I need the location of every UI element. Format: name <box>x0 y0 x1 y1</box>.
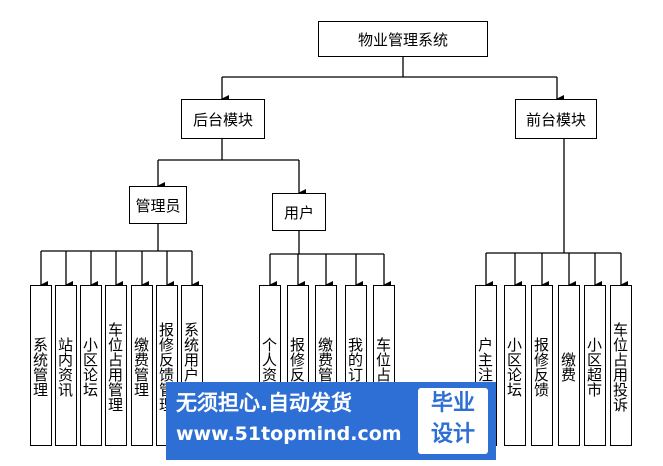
backend-module-node: 后台模块 <box>181 99 265 139</box>
admin-role-node: 管理员 <box>129 186 187 224</box>
front-item-6: 车位占用投诉 <box>610 285 632 446</box>
front-item-5: 小区超市 <box>584 285 606 446</box>
watermark-banner: 无须担心.自动发货 www.51topmind.com 毕业 设计 <box>166 382 496 460</box>
admin-item-1: 系统管理 <box>30 285 52 446</box>
root-node: 物业管理系统 <box>318 21 488 57</box>
watermark-badge-line1: 毕业 <box>430 391 475 416</box>
user-role-node: 用户 <box>272 193 326 231</box>
admin-item-5: 缴费管理 <box>131 285 153 446</box>
admin-item-3: 小区论坛 <box>80 285 102 446</box>
watermark-badge-line2: 设计 <box>430 422 475 447</box>
watermark-badge: 毕业 设计 <box>418 388 488 454</box>
watermark-line2: www.51topmind.com <box>176 423 402 445</box>
frontend-module-node: 前台模块 <box>515 99 597 139</box>
admin-item-4: 车位占用管理 <box>105 285 127 446</box>
front-item-3: 报修反馈 <box>531 285 553 446</box>
front-item-4: 缴费 <box>558 285 580 446</box>
admin-item-2: 站内资讯 <box>55 285 77 446</box>
front-item-2: 小区论坛 <box>504 285 526 446</box>
watermark-line1: 无须担心.自动发货 <box>176 391 352 415</box>
watermark-text: 无须担心.自动发货 www.51topmind.com <box>176 388 402 450</box>
